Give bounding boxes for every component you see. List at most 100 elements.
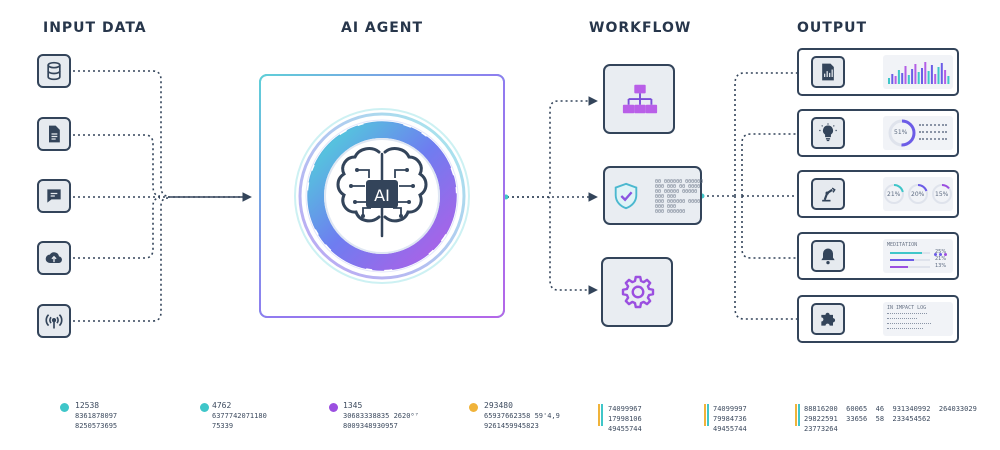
mini-bar bbox=[891, 74, 894, 84]
stat-line: 49455744 bbox=[713, 425, 747, 433]
progress-value: 25% bbox=[935, 249, 947, 255]
mini-bar bbox=[927, 71, 930, 84]
input-chat[interactable] bbox=[37, 179, 71, 213]
agent-to-workflow-connector bbox=[507, 96, 598, 198]
mini-bar bbox=[894, 76, 897, 84]
mini-bar-chart bbox=[888, 62, 950, 84]
stat-line: 49455744 bbox=[608, 425, 642, 433]
stat-bar-marker bbox=[795, 404, 801, 426]
stat-line: 30683338835 2620⁰⁷ bbox=[343, 412, 419, 420]
report-icon bbox=[822, 63, 834, 81]
ai-agent-core: AI bbox=[294, 108, 470, 284]
progress-track bbox=[890, 252, 930, 254]
workflow-to-output-connector bbox=[741, 129, 807, 196]
output-automation[interactable]: 21% 20% 15% bbox=[797, 170, 959, 218]
stat-dot bbox=[60, 403, 69, 412]
ring-value: 15% bbox=[935, 191, 949, 198]
stat-line: 8250573695 bbox=[75, 422, 118, 430]
mini-bar bbox=[940, 63, 943, 84]
input-database[interactable] bbox=[37, 54, 71, 88]
output-insight[interactable]: 51% bbox=[797, 109, 959, 157]
input-connector bbox=[73, 197, 169, 322]
input-signal[interactable] bbox=[37, 304, 71, 338]
progress-fill bbox=[890, 266, 908, 268]
stat-line: 6377742071180 bbox=[212, 412, 267, 420]
column-title-output: OUTPUT bbox=[797, 20, 867, 36]
cloud-upload-icon bbox=[45, 252, 62, 264]
mini-bar bbox=[930, 65, 933, 84]
stat-block: 1345 30683338835 2620⁰⁷ 8009348930957 bbox=[343, 401, 419, 431]
progress-fill bbox=[890, 252, 922, 254]
progress-row: 21% bbox=[887, 256, 949, 263]
output-integrations-icon-box bbox=[811, 303, 845, 335]
stat-block: 293480 65937662358 59'4,9 9261459945823 bbox=[484, 401, 560, 431]
stat-line: 74099997 bbox=[713, 405, 747, 413]
output-integrations[interactable]: IN IMPACT LOG bbox=[797, 295, 959, 343]
stat-bar-marker bbox=[704, 404, 710, 426]
input-document[interactable] bbox=[37, 117, 71, 151]
stat-line: 74099967 bbox=[608, 405, 642, 413]
mini-bar bbox=[911, 69, 914, 84]
mini-bar bbox=[901, 73, 904, 84]
mini-bar bbox=[897, 70, 900, 84]
progress-value: 21% bbox=[935, 256, 947, 262]
stat-headline: 12538 bbox=[75, 401, 100, 410]
mini-bar bbox=[924, 62, 927, 84]
mini-bar bbox=[907, 75, 910, 84]
stat-line: 65937662358 59'4,9 bbox=[484, 412, 560, 420]
stat-line: 8009348930957 bbox=[343, 422, 398, 430]
mini-bar bbox=[947, 76, 950, 84]
workflow-hierarchy[interactable] bbox=[603, 64, 675, 134]
gauge-value: 51% bbox=[894, 129, 908, 136]
column-title-agent: AI AGENT bbox=[341, 20, 424, 36]
output-log-card: IN IMPACT LOG bbox=[883, 302, 953, 336]
workflow-to-output-connector bbox=[734, 196, 807, 324]
input-connector bbox=[73, 70, 169, 197]
workflow-to-output-connector bbox=[734, 68, 807, 196]
bell-icon bbox=[821, 248, 835, 265]
stat-bar-marker bbox=[598, 404, 604, 426]
workflow-to-output-connector bbox=[741, 196, 807, 263]
stat-headline: 293480 bbox=[484, 401, 513, 410]
stat-dot bbox=[469, 403, 478, 412]
database-icon bbox=[47, 61, 61, 81]
stat-dot bbox=[200, 403, 209, 412]
output-alerts[interactable]: MEDITATION 25%21%13% bbox=[797, 232, 959, 280]
mini-bar bbox=[921, 68, 923, 84]
workflow-code-line: 000 000000 0000 bbox=[655, 199, 701, 205]
progress-row: 25% bbox=[887, 249, 949, 256]
progress-fill bbox=[890, 259, 914, 261]
stat-line: 75339 bbox=[212, 422, 234, 430]
stat-line: 9261459945823 bbox=[484, 422, 539, 430]
ring-value: 20% bbox=[911, 191, 925, 198]
workflow-settings[interactable] bbox=[601, 257, 673, 327]
mini-bar bbox=[944, 70, 947, 84]
mini-bar bbox=[904, 66, 907, 84]
stat-headline: 1345 bbox=[343, 401, 363, 410]
mini-bar bbox=[934, 74, 937, 84]
mini-bar bbox=[888, 78, 890, 84]
progress-card-dots bbox=[932, 243, 947, 261]
workflow-code-line: 000 000 00 0000 bbox=[655, 184, 701, 190]
lightbulb-icon bbox=[819, 123, 837, 142]
progress-track bbox=[890, 266, 930, 268]
output-insight-icon-box bbox=[811, 117, 845, 149]
stat-line: 23773264 bbox=[804, 425, 838, 433]
workflow-code-line: 00 00000 00000 bbox=[655, 189, 698, 195]
shield-check-icon bbox=[614, 182, 638, 210]
stat-line: 88816200 60065 46 931340992 264033029 bbox=[804, 405, 977, 413]
signal-icon bbox=[45, 314, 63, 329]
output-progress-card: MEDITATION 25%21%13% bbox=[883, 239, 953, 273]
progress-track bbox=[890, 259, 930, 261]
ai-badge-text: AI bbox=[374, 186, 390, 205]
gear-icon bbox=[621, 275, 655, 309]
input-cloud-upload[interactable] bbox=[37, 241, 71, 275]
progress-value: 13% bbox=[935, 263, 947, 269]
output-report[interactable] bbox=[797, 48, 959, 96]
log-card-title: IN IMPACT LOG bbox=[887, 305, 927, 311]
agent-to-workflow-connector bbox=[547, 196, 598, 295]
